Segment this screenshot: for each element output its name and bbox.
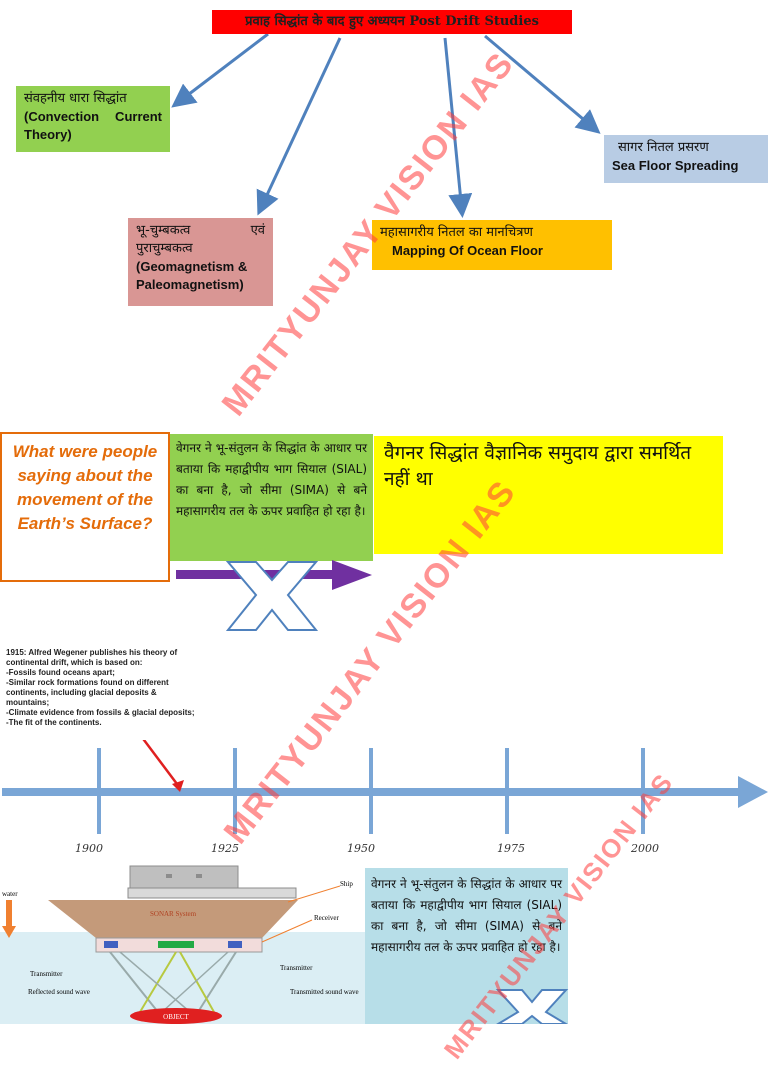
sound-wave [179, 951, 215, 1013]
timeline-tick [505, 748, 509, 834]
red-pointer-arrow [142, 740, 181, 789]
timeline-tick [641, 748, 645, 834]
ship-deck [127, 887, 297, 899]
connector-arrows [171, 32, 601, 218]
ship-cabin [129, 865, 239, 889]
transmitter-right-block [228, 941, 242, 948]
cross-icon-bottom [495, 989, 569, 1024]
arrow-to-geomagnetism [256, 37, 342, 216]
purple-arrow-and-cross [176, 560, 372, 631]
sound-wave [109, 951, 159, 1013]
sea-floor-hi: सागर नितल प्रसरण [618, 140, 709, 155]
year-label-1950: 1950 [347, 842, 375, 855]
ship-window [196, 874, 202, 878]
sound-wave [197, 951, 237, 1013]
ocean-floor-box: महासागरीय नितल का मानचित्रण Mapping Of O… [372, 220, 612, 270]
water-text: water [2, 890, 18, 898]
sound-wave [161, 951, 229, 1013]
water-arrow [6, 900, 12, 928]
timeline-tick [369, 748, 373, 834]
receiver-block [158, 941, 194, 948]
receiver-leader [261, 919, 313, 943]
timeline-tick [233, 748, 237, 834]
sea-floor-box: सागर नितल प्रसरण Sea Floor Spreading [604, 135, 768, 183]
ship-leader [287, 885, 341, 903]
convection-hi: संवहनीय धारा सिद्धांत [24, 91, 127, 106]
timeline-arrowhead [738, 776, 768, 808]
arrow-to-ocean-floor [443, 37, 473, 218]
sound-wave [139, 951, 177, 1013]
year-label-1900: 1900 [75, 842, 103, 855]
convection-en: (Convection Current Theory) [24, 109, 162, 142]
timeline-note-line: -Climate evidence from fossils & glacial… [6, 708, 195, 717]
sound-wave [119, 951, 191, 1013]
timeline [2, 740, 768, 834]
year-label-2000: 2000 [631, 842, 659, 855]
timeline-note-line: 1915: Alfred Wegener publishes his theor… [6, 648, 178, 667]
ship-window [166, 874, 172, 878]
ship-hull [48, 900, 298, 938]
timeline-note-line: -Similar rock formations found on differ… [6, 678, 169, 707]
year-label-1975: 1975 [497, 842, 525, 855]
object-text: OBJECT [163, 1013, 189, 1021]
purple-arrow-head [332, 560, 372, 590]
sonar-diagram: SONAR System Ship Receiver Transmitter T… [0, 865, 365, 1024]
timeline-note-line: -The fit of the continents. [6, 718, 102, 727]
reflected-text: Reflected sound wave [28, 988, 90, 996]
water-arrow-head [2, 926, 16, 938]
transmitted-text: Transmitted sound wave [290, 988, 359, 996]
cross-icon [225, 561, 319, 631]
arrow-to-sea-floor [484, 34, 601, 134]
wegener-paragraph: वेगनर ने भू-संतुलन के सिद्धांत के आधार प… [170, 434, 373, 561]
object-shape [130, 1008, 222, 1024]
question-box: What were people saying about the moveme… [0, 432, 170, 582]
not-supported-box: वैगनर सिद्धांत वैज्ञानिक समुदाय द्वारा स… [374, 436, 723, 554]
year-label-1925: 1925 [211, 842, 239, 855]
sonar-text: SONAR System [150, 910, 197, 918]
transmitter-left-text: Transmitter [30, 970, 63, 978]
transmitter-left-block [104, 941, 118, 948]
arrow-to-convection [171, 32, 269, 108]
red-pointer-head [172, 780, 184, 792]
ocean-floor-hi: महासागरीय नितल का मानचित्रण [380, 225, 533, 240]
timeline-tick [97, 748, 101, 834]
timeline-note-line: -Fossils found oceans apart; [6, 668, 115, 677]
transmitter-right-text: Transmitter [280, 964, 313, 972]
geomagnetism-hi: भू-चुम्बकत्व एवं पुराचुम्बकत्व [136, 223, 265, 256]
ocean-floor-en: Mapping Of Ocean Floor [392, 243, 543, 258]
ship-text: Ship [340, 880, 353, 888]
timeline-note: 1915: Alfred Wegener publishes his theor… [6, 648, 196, 728]
sea-floor-en: Sea Floor Spreading [612, 158, 739, 173]
geomagnetism-box: भू-चुम्बकत्व एवं पुराचुम्बकत्व (Geomagne… [128, 218, 273, 306]
convection-box: संवहनीय धारा सिद्धांत (Convection Curren… [16, 86, 170, 152]
geomagnetism-en: (Geomagnetism & Paleomagnetism) [136, 259, 248, 292]
receiver-text: Receiver [314, 914, 340, 922]
page-title: प्रवाह सिद्धांत के बाद हुए अध्ययन Post D… [212, 10, 572, 34]
